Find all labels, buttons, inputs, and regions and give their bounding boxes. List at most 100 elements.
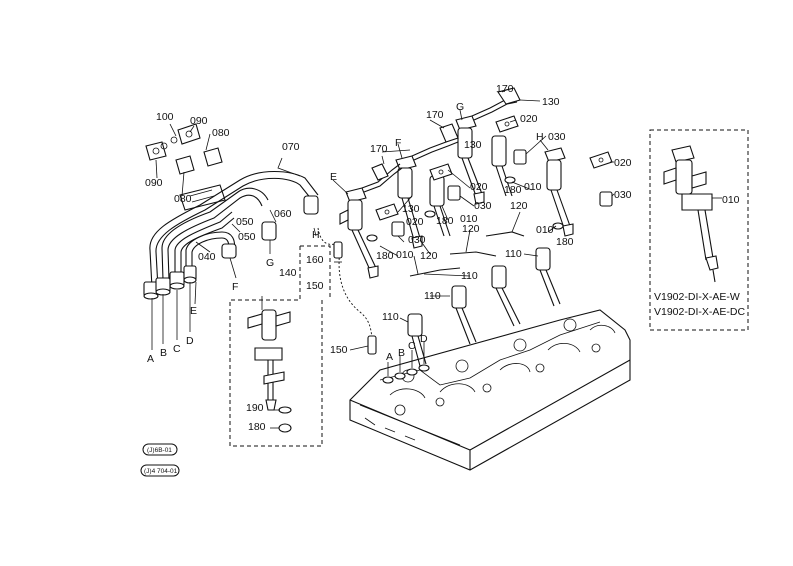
callout-020-top: 020 <box>520 113 538 125</box>
callout-020-left: 020 <box>406 216 424 228</box>
clamp-080 <box>175 147 223 175</box>
bolt-100 <box>170 136 178 144</box>
letter-labels: A B C D E F G H E F G H A B C D <box>147 101 544 365</box>
clamp-090-left <box>145 141 167 161</box>
hose-150 <box>367 335 377 355</box>
callout-130-mid: 130 <box>464 139 482 151</box>
pipe-end-g <box>261 221 277 241</box>
callout-010-inset: 010 <box>722 194 740 206</box>
callout-170-top: 170 <box>496 83 514 95</box>
callout-110-mid2: 110 <box>424 290 441 302</box>
callout-010-mid: 010 <box>460 213 478 225</box>
letter-b-left: B <box>160 347 167 359</box>
callout-030-top: 030 <box>548 131 566 143</box>
callout-150-upper: 150 <box>306 280 324 292</box>
callout-010-left: 010 <box>396 249 414 261</box>
letter-f-left: F <box>232 281 238 293</box>
callout-050-lower: 050 <box>238 231 256 243</box>
injection-pipes <box>143 123 319 300</box>
hose-170-mid <box>439 123 459 143</box>
pipe-end-e <box>303 195 319 215</box>
callout-090-top: 090 <box>190 115 208 127</box>
injectors-110 <box>407 247 561 367</box>
letter-a-head: A <box>386 351 393 363</box>
callout-010-upper: 010 <box>524 181 542 193</box>
hose-160 <box>333 241 343 259</box>
pipe-end-a <box>143 281 159 300</box>
small-parts-abcd <box>382 342 430 384</box>
letter-c-left: C <box>173 343 181 355</box>
callout-030-left: 030 <box>408 234 426 246</box>
washer-180 <box>278 423 292 433</box>
model-label-w: V1902-DI-X-AE-W <box>654 291 740 303</box>
figure-badges: (J)6B-01 (J)4 704-01 <box>140 443 180 477</box>
letter-e-main: E <box>330 171 337 183</box>
badge-bottom: (J)4 704-01 <box>144 468 178 475</box>
callout-180-mid: 180 <box>436 215 454 227</box>
callout-020-mid: 020 <box>470 181 488 193</box>
injector-extra-2 <box>429 175 451 237</box>
callout-040: 040 <box>198 251 216 263</box>
letter-d-left: D <box>186 335 194 347</box>
injector-extra-1 <box>491 135 513 197</box>
letter-g-main: G <box>456 101 464 113</box>
injector-h <box>544 147 574 237</box>
cylinder-head <box>349 309 631 471</box>
callout-180-upper: 180 <box>504 184 522 196</box>
badge-top-frame <box>142 443 178 456</box>
callout-120-right: 120 <box>510 200 528 212</box>
callout-030-mid: 030 <box>474 200 492 212</box>
letter-b-head: B <box>398 347 405 359</box>
leader-lines-main <box>332 89 615 323</box>
inset-box-right <box>649 129 749 331</box>
callout-180-right: 180 <box>556 236 574 248</box>
callout-050-upper: 050 <box>236 216 254 228</box>
badge-bottom-frame <box>140 464 180 477</box>
model-label-dc: V1902-DI-X-AE-DC <box>654 306 745 318</box>
letter-f-main: F <box>395 137 401 149</box>
pipe-end-f <box>221 243 237 259</box>
injector-e <box>339 187 379 279</box>
letter-h-main: H <box>536 131 544 143</box>
bracket-140-150 <box>229 245 331 447</box>
gaskets-180 <box>366 176 564 242</box>
callout-060: 060 <box>274 208 292 220</box>
callout-170-mid: 170 <box>426 109 444 121</box>
letter-a-left: A <box>147 353 154 365</box>
callout-110-right: 110 <box>505 248 522 260</box>
pipe-end-d <box>183 265 197 284</box>
callout-120-mid: 120 <box>462 223 480 235</box>
callout-010-right: 010 <box>536 224 554 236</box>
badge-top: (J)6B-01 <box>147 447 172 454</box>
callout-160: 160 <box>306 254 324 266</box>
callout-020-right: 020 <box>614 157 632 169</box>
letter-h-left: H <box>312 229 320 241</box>
callout-130-left: 130 <box>402 203 420 215</box>
leakoff-pipes <box>361 87 541 193</box>
callout-150-lower: 150 <box>330 344 348 356</box>
fuel-return-line <box>313 227 377 355</box>
inset-injector <box>663 145 722 283</box>
hose-170-left <box>371 163 389 181</box>
inset-nozzle-left <box>247 296 292 433</box>
callout-labels: 070 100 090 080 090 080 060 050 050 040 … <box>145 83 740 433</box>
clamp-090-top <box>177 123 201 145</box>
letter-d-head: D <box>420 333 428 345</box>
callout-170-left: 170 <box>370 143 388 155</box>
washer-190 <box>278 406 292 414</box>
callout-070: 070 <box>282 141 300 153</box>
callout-090-left: 090 <box>145 177 163 189</box>
injector-g <box>455 115 485 205</box>
pipe-end-b <box>155 277 171 296</box>
callout-140: 140 <box>279 267 297 279</box>
callout-130-top: 130 <box>542 96 560 108</box>
letter-c-head: C <box>408 340 416 352</box>
callout-110-mid: 110 <box>461 270 478 282</box>
callout-180-left: 180 <box>376 250 394 262</box>
callout-100: 100 <box>156 111 174 123</box>
callout-190: 190 <box>246 402 264 414</box>
callout-110-left: 110 <box>382 311 399 323</box>
clamps-020 <box>375 115 613 221</box>
